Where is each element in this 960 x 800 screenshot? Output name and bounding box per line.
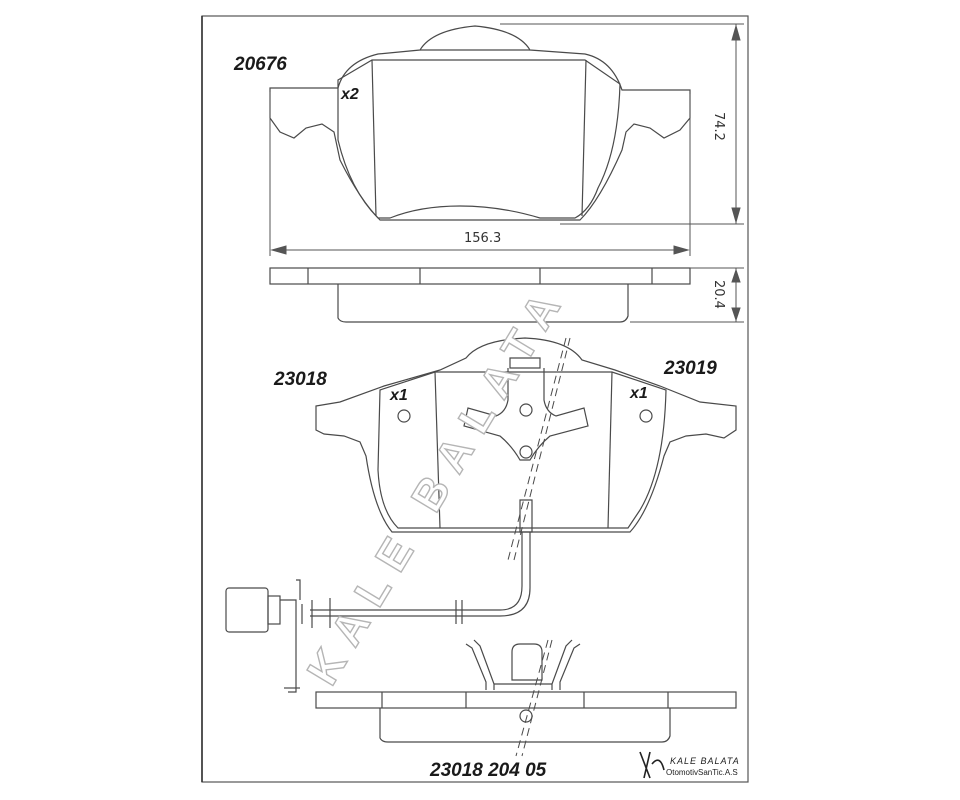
width-dimension-value: 156.3 xyxy=(464,231,502,246)
left-pad-code: 23018 xyxy=(274,369,327,390)
height-dimension-value: 74.2 xyxy=(711,112,726,141)
lower-pad-front-view xyxy=(315,337,737,533)
width-dimension xyxy=(269,92,691,256)
brand-name: KALE BALATA xyxy=(670,756,740,766)
brand-company: OtomotivSanTic.A.S xyxy=(666,768,738,777)
sensor-connector xyxy=(225,579,313,693)
left-pad-qty: x1 xyxy=(390,387,408,404)
wear-sensor-wire xyxy=(310,532,531,628)
top-pad-side-view xyxy=(269,267,691,323)
top-pad-code: 20676 xyxy=(234,54,287,75)
top-pad-front-view xyxy=(269,25,691,221)
thickness-dimension xyxy=(630,267,744,323)
top-pad-qty: x2 xyxy=(341,86,359,103)
right-pad-qty: x1 xyxy=(630,385,648,402)
set-code: 23018 204 05 xyxy=(430,760,547,781)
brand-logo-mark xyxy=(639,751,665,779)
thickness-dimension-value: 20.4 xyxy=(711,280,726,309)
height-dimension xyxy=(500,23,744,225)
centre-cut-lines xyxy=(507,337,571,757)
right-pad-code: 23019 xyxy=(664,358,717,379)
lower-pad-side-view xyxy=(315,639,737,743)
